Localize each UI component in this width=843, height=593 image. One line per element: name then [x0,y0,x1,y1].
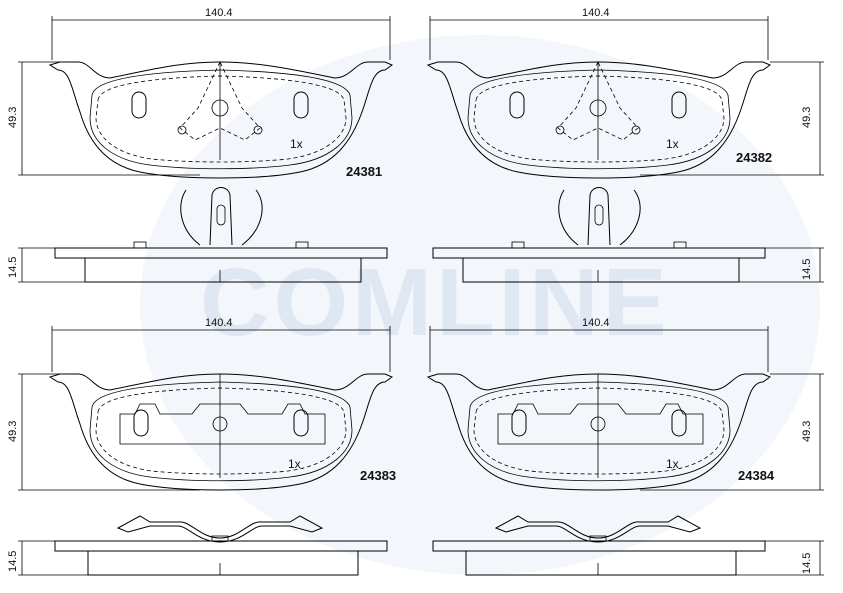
height-dim-label: 49.3 [801,107,813,128]
part-code: 24382 [736,150,772,165]
pad-24383: 140.4 49.3 1x 24383 14.5 [7,317,396,576]
slot-right [671,91,687,119]
backing-plate [426,373,772,491]
thickness-dim-label: 14.5 [801,553,813,574]
quantity-label: 1x [290,137,303,151]
quantity-label: 1x [666,137,679,151]
part-code: 24384 [738,468,775,483]
friction-material [467,381,731,482]
clip-tab-right [631,125,641,135]
friction-material [89,381,353,482]
clip-hole [212,416,228,432]
side-friction [87,550,359,576]
side-tab-center [589,535,607,542]
side-tab-center [211,535,229,542]
clip-hole [211,99,229,117]
width-dim-label: 140.4 [582,7,610,19]
height-dim-label: 49.3 [801,421,813,442]
thickness-dim-label: 14.5 [7,257,19,278]
watermark: COMLINE [140,35,820,575]
width-dim-label: 140.4 [582,317,610,329]
clip-tab-left [177,125,187,135]
clip-tab-left [555,125,565,135]
pad-24384: 140.4 49.3 1x 24384 14.5 [426,317,824,576]
clip-hole [589,99,607,117]
spring-clip [558,187,641,246]
backing-plate [48,373,394,491]
side-tab-left [511,241,525,249]
side-tab-right [295,241,309,249]
height-dim-label: 49.3 [7,107,19,128]
thickness-dim-label: 14.5 [801,259,813,280]
clip-tab-right [253,125,263,135]
clip-outline [179,61,261,141]
quantity-label: 1x [666,457,679,471]
side-friction [84,257,362,283]
pad-24381: 140.4 49.3 1x 24381 14.5 [7,7,394,283]
height-dim-label: 49.3 [7,421,19,442]
side-friction [462,257,740,283]
side-tab-left [133,241,147,249]
friction-material [89,69,353,170]
wire-spring-clip [494,515,702,543]
part-code: 24383 [360,468,396,483]
side-friction [465,550,737,576]
side-tab-right [673,241,687,249]
wire-clip-plate [497,403,704,445]
width-dim-label: 140.4 [205,317,233,329]
slot-right [671,409,687,437]
wire-spring-clip [116,515,324,543]
spring-clip [180,187,263,246]
friction-material [467,69,731,170]
slot-right [293,91,309,119]
slot-left [133,409,149,437]
quantity-label: 1x [288,457,301,471]
watermark-circle [140,35,820,575]
slot-left [511,409,527,437]
clip-hole [590,416,606,432]
part-code: 24381 [346,164,382,179]
clip-outline [557,61,639,141]
width-dim-label: 140.4 [205,7,233,19]
slot-left [131,91,147,119]
thickness-dim-label: 14.5 [7,551,19,572]
spring-clip-slot [594,204,604,226]
wire-clip-plate [119,403,326,445]
watermark-text: COMLINE [200,249,671,356]
backing-plate [48,61,394,179]
slot-right [293,409,309,437]
backing-plate [426,61,772,179]
spring-clip-slot [216,204,226,226]
slot-left [509,91,525,119]
pad-24382: 140.4 49.3 1x 24382 14.5 [426,7,824,283]
